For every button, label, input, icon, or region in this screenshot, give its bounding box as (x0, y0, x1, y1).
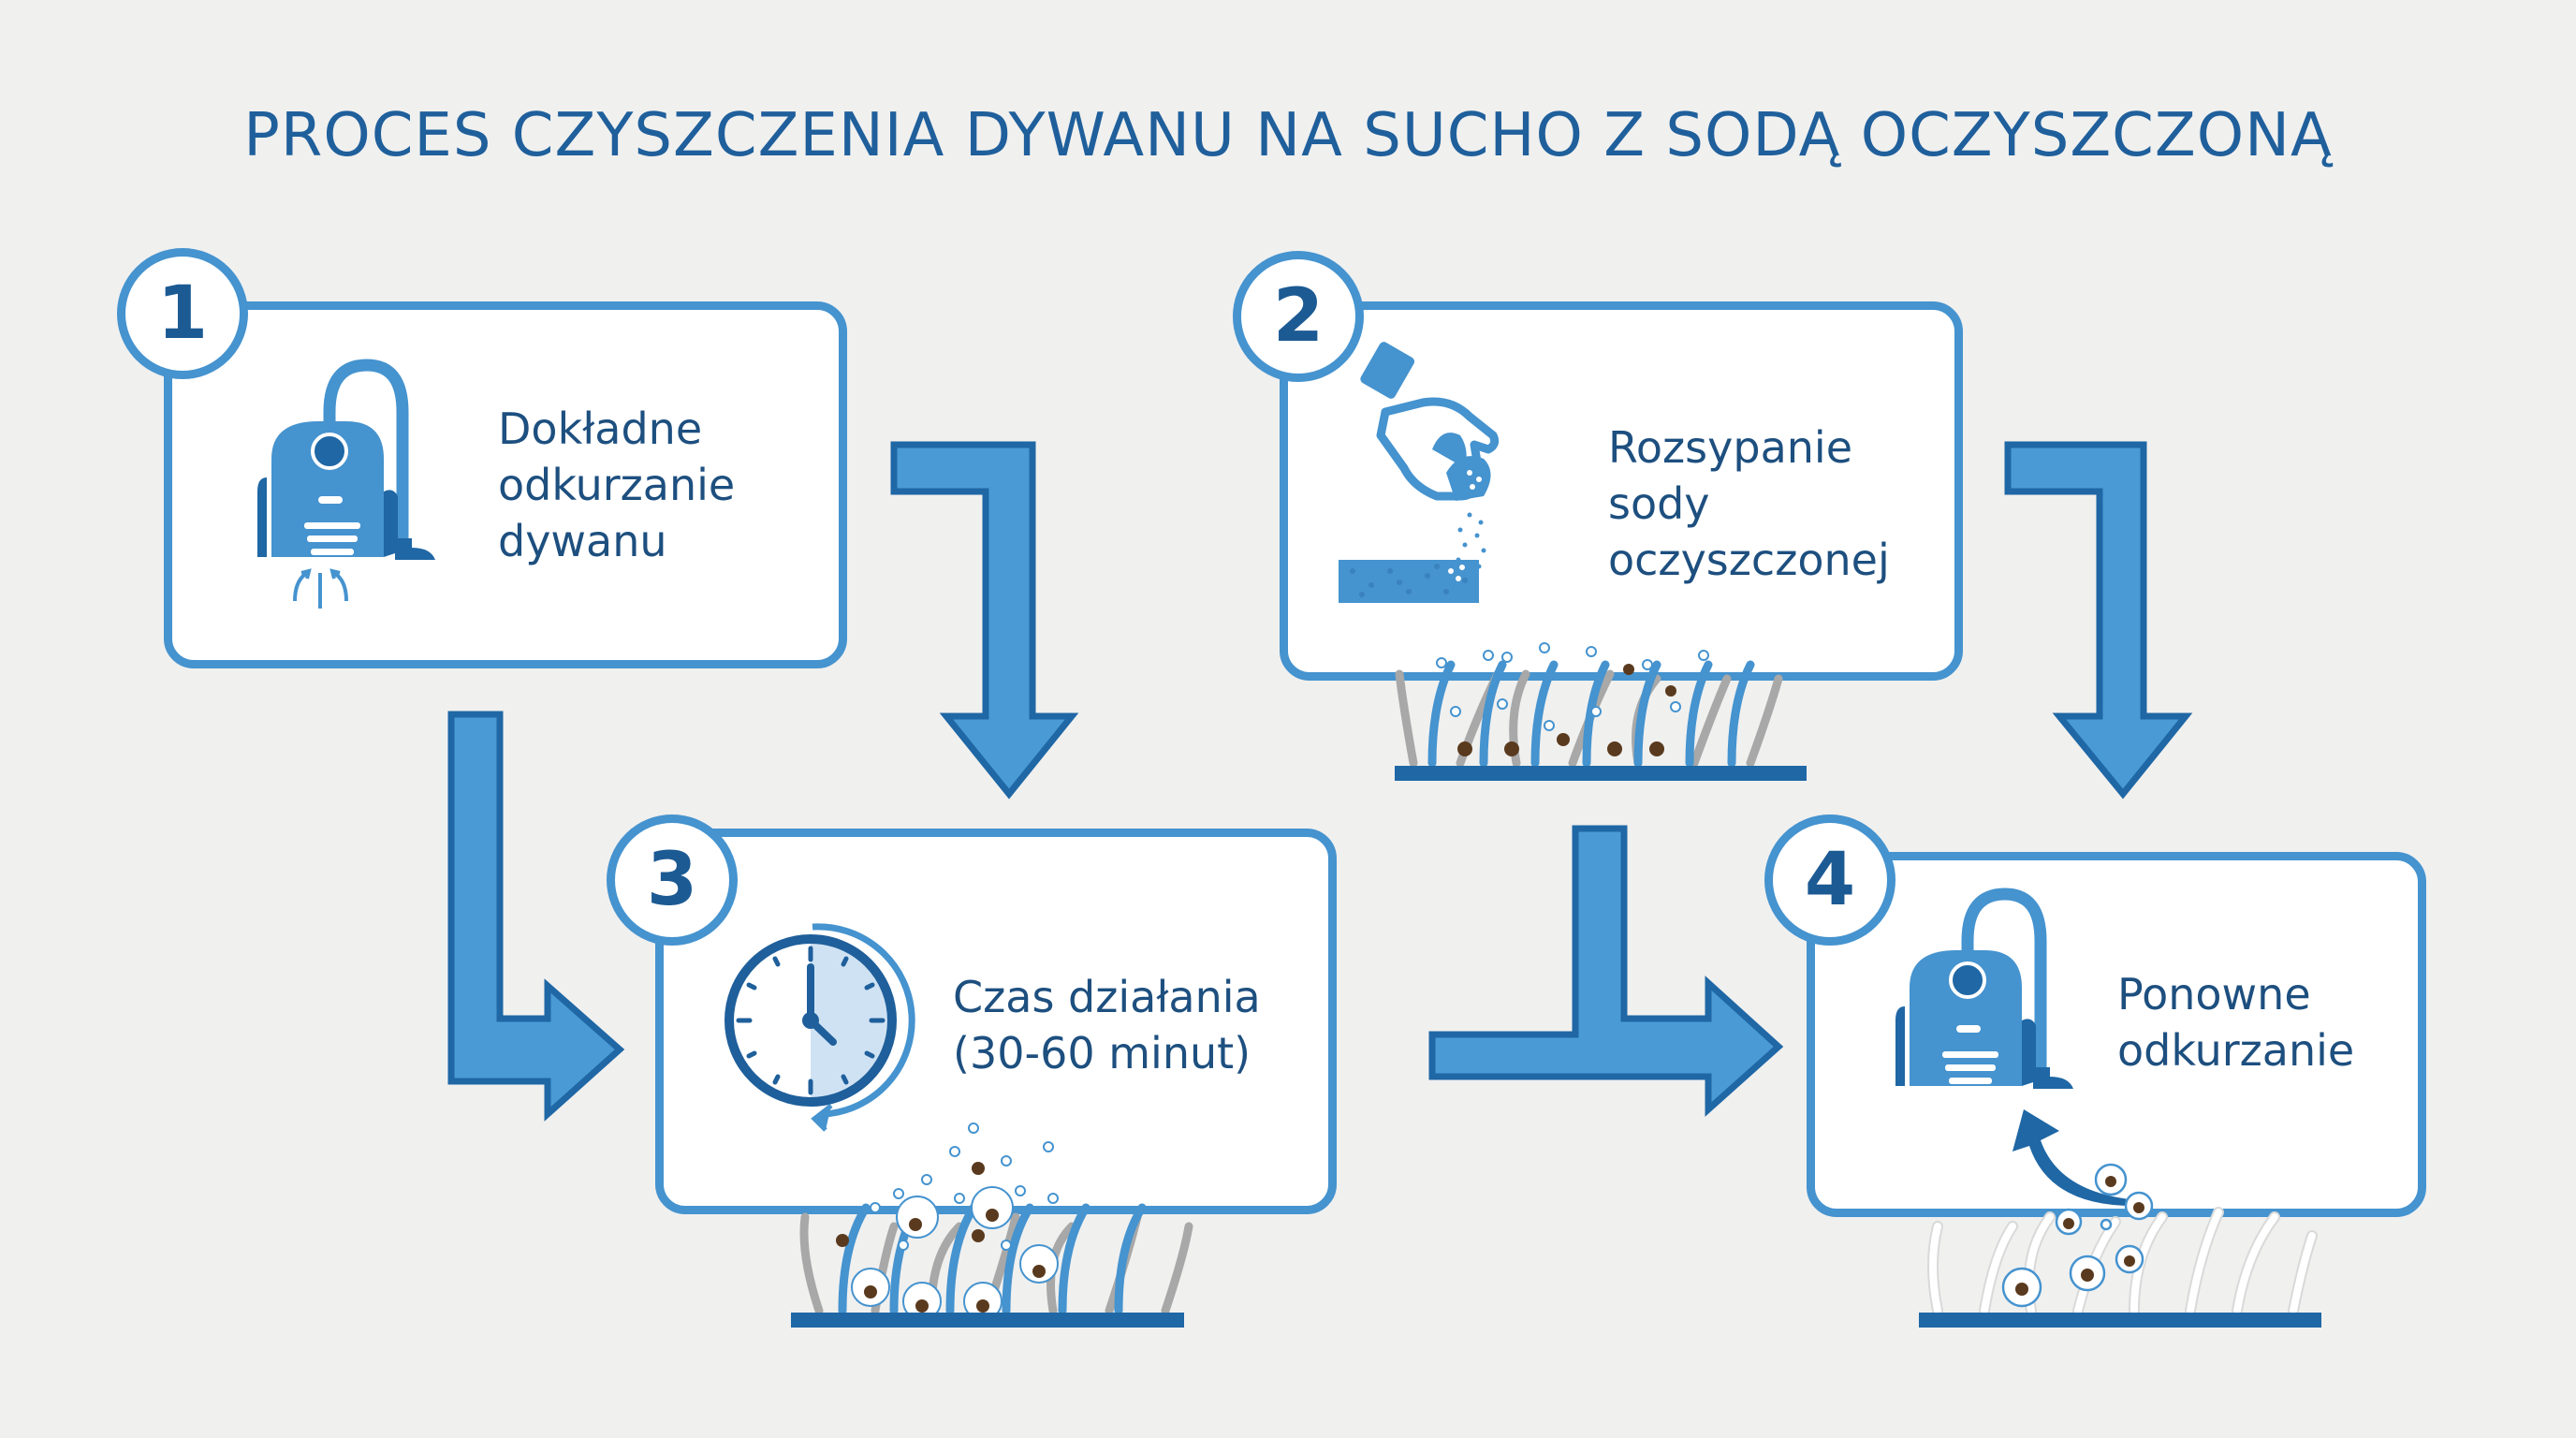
step-1-badge: 1 (117, 248, 248, 379)
step-4-line-2: odkurzanie (2117, 1025, 2355, 1076)
step-3-line-2: (30-60 minut) (953, 1028, 1251, 1078)
step-1-line-3: dywanu (498, 516, 667, 566)
step-3-line-1: Czas działania (953, 972, 1261, 1022)
step-1-line-2: odkurzanie (498, 460, 736, 510)
step-2-line-3: oczyszczonej (1608, 535, 1890, 585)
carpet-with-bubbles-icon (791, 1123, 1193, 1328)
step-3-label: Czas działania (30-60 minut) (953, 969, 1261, 1081)
clock-icon (724, 923, 915, 1132)
step-2-line-1: Rozsypanie (1608, 422, 1852, 473)
page-title: PROCES CZYSZCZENIA DYWANU NA SUCHO Z SOD… (243, 101, 2333, 170)
clean-carpet-with-suction-icon (1919, 1109, 2321, 1328)
step-3-badge: 3 (607, 814, 738, 946)
step-1-line-1: Dokładne (498, 404, 703, 454)
hand-shaker-icon (1339, 342, 1500, 603)
carpet-with-soda-icon (1395, 642, 1807, 781)
step-1-card (164, 301, 847, 668)
step-2-badge: 2 (1233, 251, 1364, 382)
step-4-label: Ponowne odkurzanie (2117, 966, 2354, 1078)
step-4-line-1: Ponowne (2117, 969, 2311, 1020)
step-3-card (655, 829, 1337, 1214)
vacuum-cleaner-icon (257, 359, 435, 609)
step-2-label: Rozsypanie sody oczyszczonej (1608, 419, 1890, 588)
step-1-label: Dokładne odkurzanie dywanu (498, 401, 735, 569)
step-4-badge: 4 (1764, 814, 1895, 946)
step-2-line-2: sody (1608, 478, 1710, 529)
vacuum-cleaner-icon (1895, 888, 2073, 1089)
